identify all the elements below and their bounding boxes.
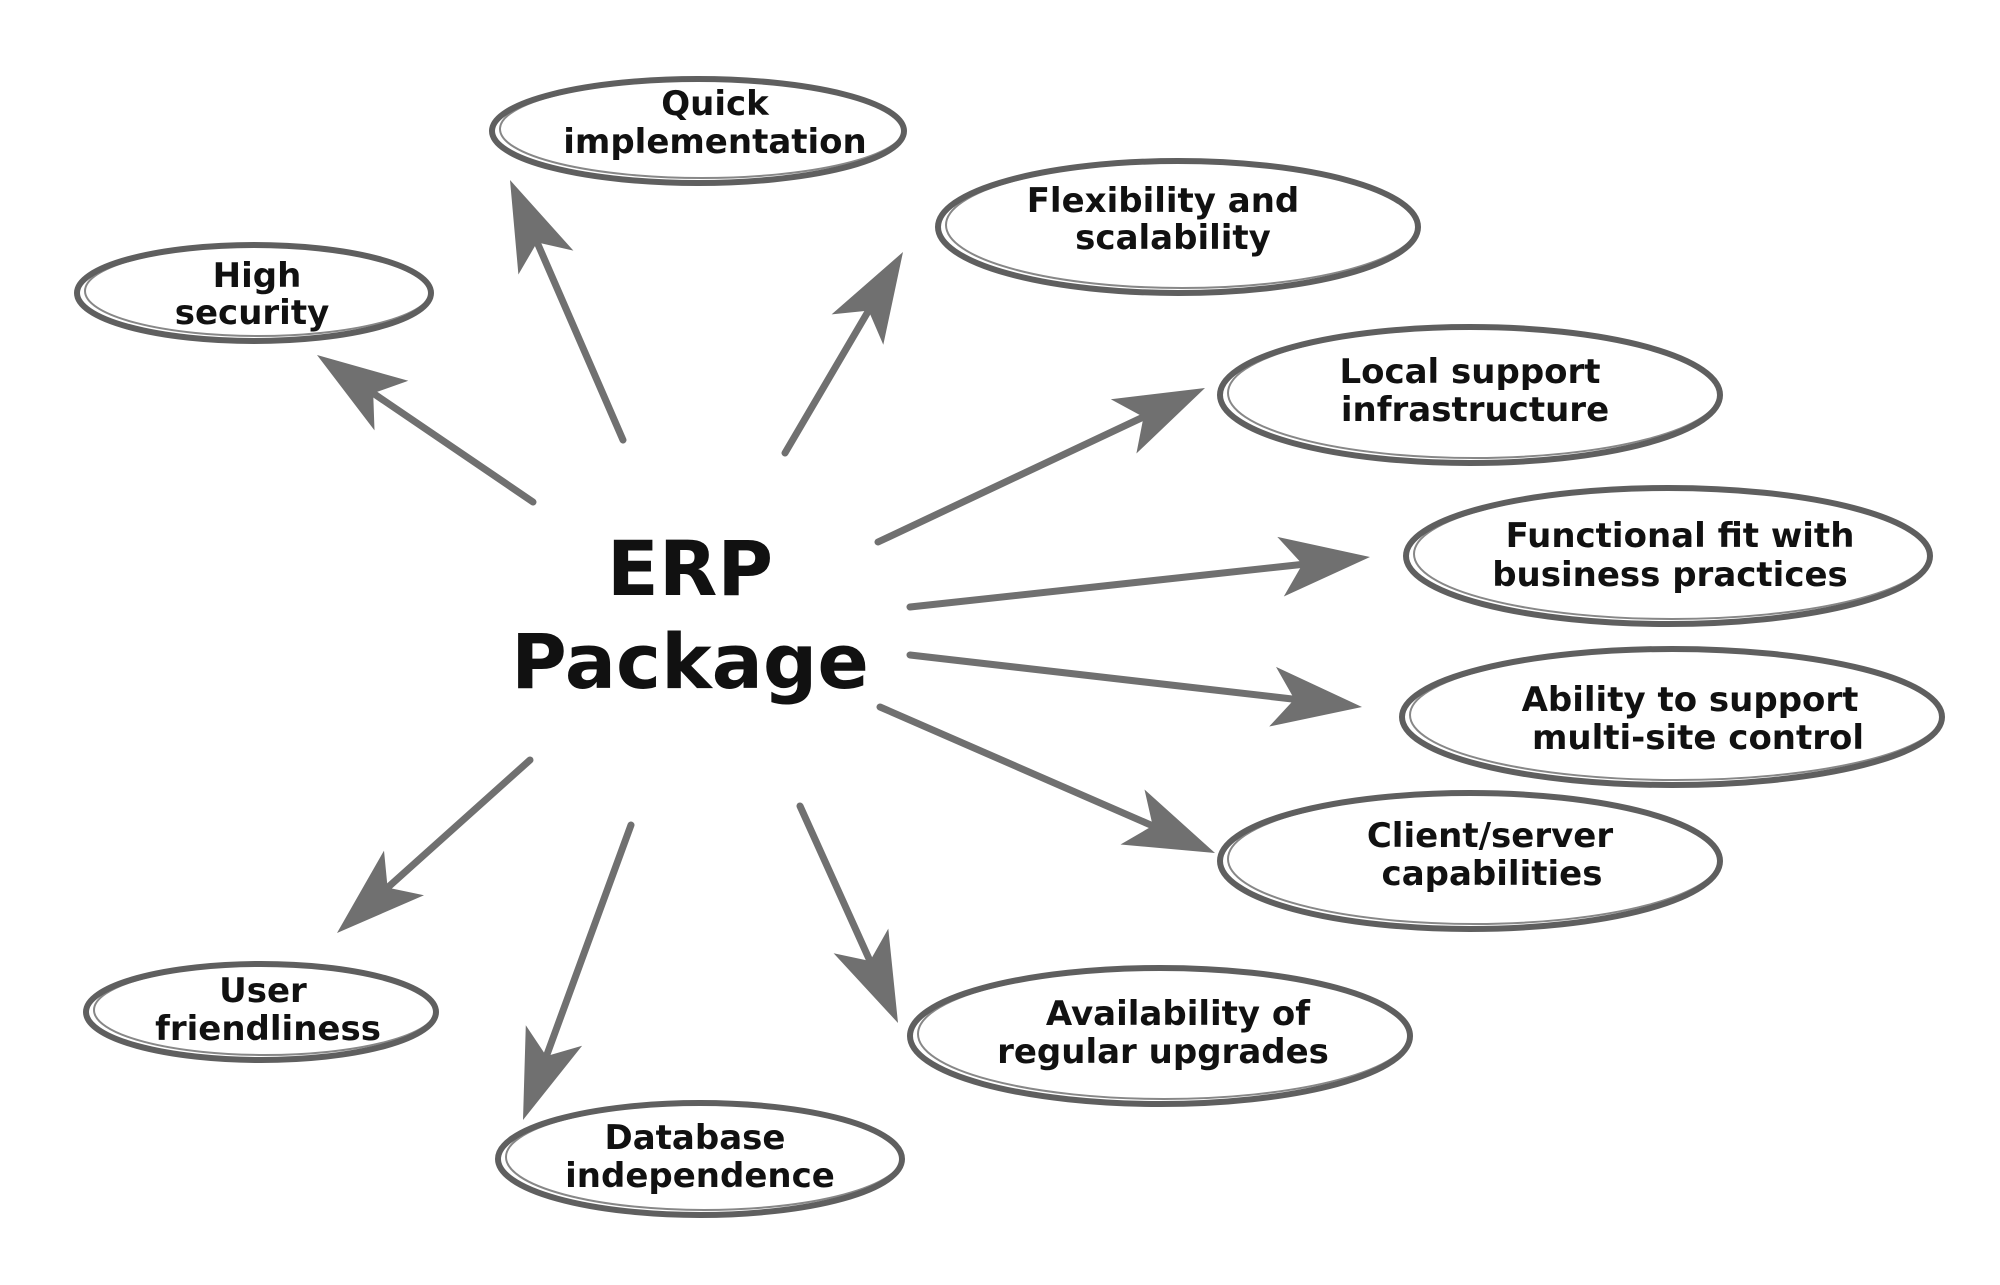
client-server-arrow <box>876 703 1215 853</box>
user-friendliness-line-1: User <box>219 971 307 1011</box>
regular-upgrades-line-2: regular upgrades <box>997 1032 1329 1072</box>
local-support-line-2: infrastructure <box>1341 390 1609 430</box>
regular-upgrades-ellipse <box>907 965 1413 1107</box>
functional-fit-line-2: business practices <box>1492 555 1848 595</box>
multi-site-arrow <box>906 651 1362 727</box>
user-friendliness-ellipse <box>83 961 439 1063</box>
arrows-layer <box>317 180 1370 1120</box>
quick-implementation-arrow <box>510 180 627 444</box>
flexibility-scalability-line-1: Flexibility and <box>1027 181 1300 221</box>
local-support-line-1: Local support <box>1339 352 1600 392</box>
flexibility-scalability-arrow <box>781 252 903 457</box>
flexibility-scalability-line-2: scalability <box>1075 218 1271 258</box>
regular-upgrades-arrow <box>796 802 898 1023</box>
high-security-arrow <box>317 355 537 506</box>
quick-implementation-ellipse <box>489 76 907 186</box>
functional-fit-ellipse <box>1403 485 1933 627</box>
regular-upgrades-line-1: Availability of <box>1046 994 1311 1034</box>
user-friendliness-line-2: friendliness <box>155 1009 381 1049</box>
client-server-line-2: capabilities <box>1382 854 1603 894</box>
multi-site-line-2: multi-site control <box>1532 718 1864 758</box>
database-independence-line-2: independence <box>565 1156 835 1196</box>
multi-site-line-1: Ability to support <box>1522 680 1859 720</box>
high-security-ellipse <box>74 242 434 344</box>
user-friendliness-arrow <box>337 756 534 933</box>
functional-fit-line-1: Functional fit with <box>1506 516 1855 556</box>
database-independence-line-1: Database <box>605 1118 786 1158</box>
database-independence-arrow <box>523 821 635 1120</box>
center-title-line-1: ERP <box>607 524 773 613</box>
local-support-ellipse <box>1217 324 1723 466</box>
high-security-line-1: High <box>213 256 302 296</box>
client-server-ellipse <box>1217 790 1723 932</box>
client-server-line-1: Client/server <box>1367 816 1613 856</box>
local-support-arrow <box>874 388 1205 546</box>
quick-implementation-line-2: implementation <box>563 122 867 162</box>
multi-site-ellipse <box>1399 646 1945 788</box>
functional-fit-arrow <box>906 536 1370 611</box>
center-title-line-2: Package <box>511 617 869 706</box>
flexibility-scalability-ellipse <box>935 158 1421 296</box>
high-security-line-2: security <box>175 293 330 333</box>
labels-layer: ERP Package Quick implementation Flexibi… <box>155 84 1864 1196</box>
database-independence-ellipse <box>495 1100 905 1218</box>
quick-implementation-line-1: Quick <box>661 84 770 124</box>
ellipses-layer <box>74 76 1945 1218</box>
